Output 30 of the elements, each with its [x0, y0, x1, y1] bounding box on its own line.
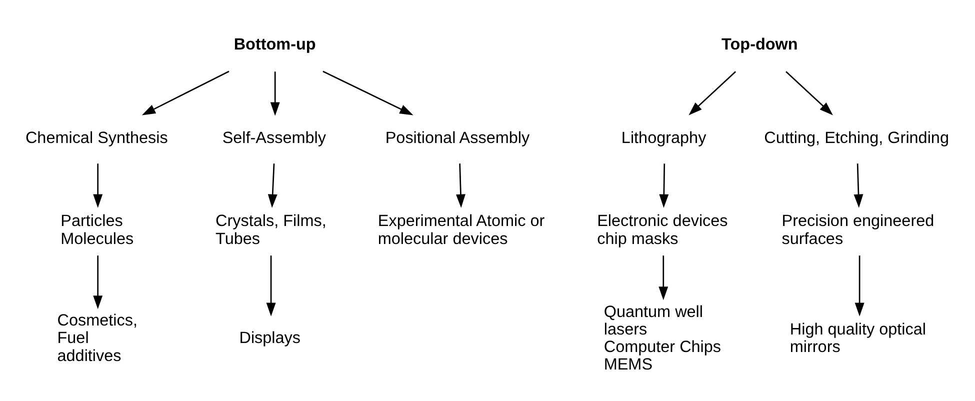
node-text: Crystals, Films, Tubes	[216, 212, 326, 248]
arrow	[688, 70, 736, 115]
node-text: Lithography	[621, 128, 706, 146]
arrow	[854, 255, 864, 316]
arrow	[270, 71, 280, 116]
arrow	[268, 163, 278, 208]
arrow	[142, 70, 230, 115]
node-text: Chemical Synthesis	[25, 128, 168, 146]
node-text: Cutting, Etching, Grinding	[764, 128, 950, 146]
node-text: Self-Assembly	[222, 128, 326, 146]
node-text: Quantum well lasers Computer Chips MEMS	[604, 302, 722, 374]
node-text: Bottom-up	[234, 35, 316, 54]
arrow	[93, 255, 103, 309]
node-text: High quality optical mirrors	[790, 320, 926, 356]
arrow	[456, 163, 466, 208]
node-text: Displays	[239, 328, 301, 347]
node-text: Experimental Atomic or molecular devices	[378, 212, 545, 248]
arrow	[658, 255, 668, 300]
node-text: Particles Molecules	[60, 212, 134, 248]
node-text: Electronic devices chip masks	[597, 212, 728, 248]
arrow	[266, 255, 276, 316]
node-text: Positional Assembly	[385, 128, 530, 146]
arrow	[854, 163, 864, 208]
arrow	[786, 70, 833, 115]
arrow	[93, 163, 103, 208]
node-text: Precision engineered surfaces	[782, 212, 934, 248]
node-text: Cosmetics, Fuel additives	[57, 311, 138, 364]
arrow	[659, 163, 669, 208]
arrow	[322, 70, 414, 115]
node-text: Top-down	[722, 35, 798, 54]
